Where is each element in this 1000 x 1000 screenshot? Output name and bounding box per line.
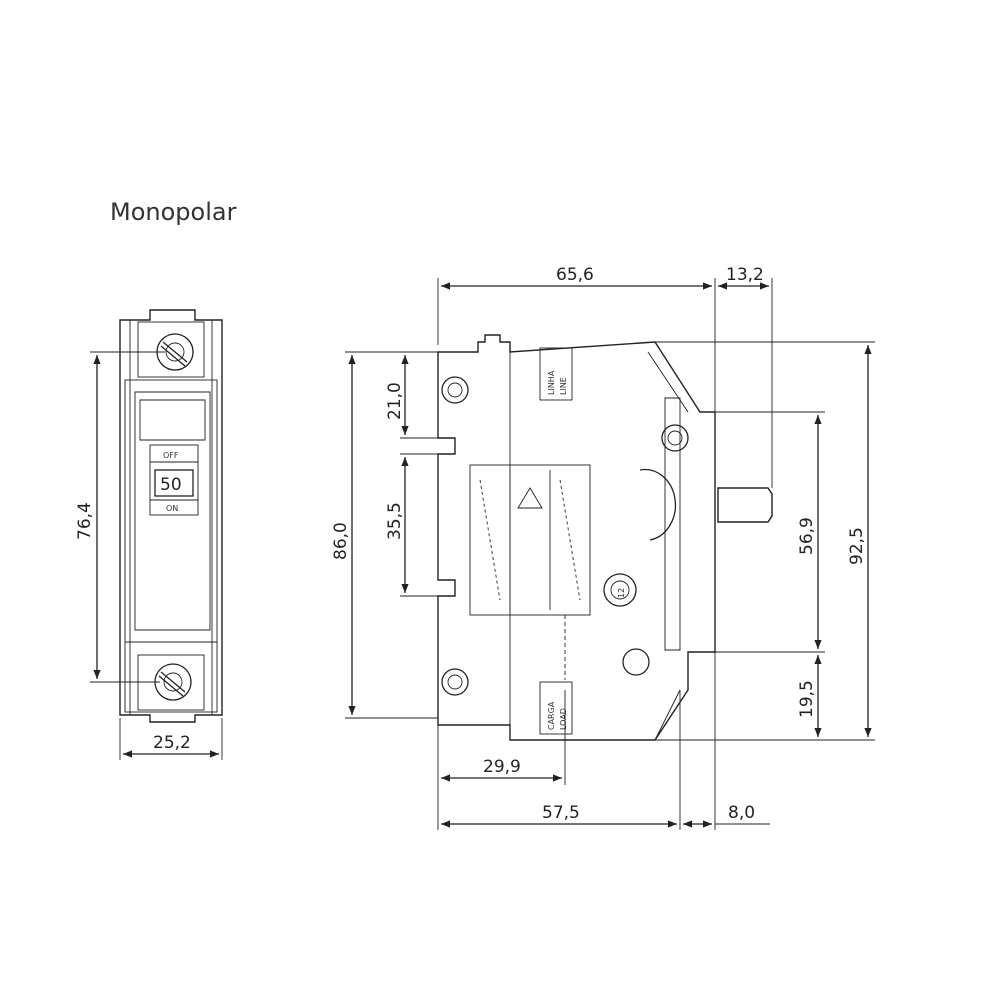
dim-handle-depth: 8,0 <box>728 803 755 823</box>
mount-hole-top-icon <box>441 376 469 404</box>
dim-front-width: 25,2 <box>153 733 191 753</box>
dim-depth-to-rail: 29,9 <box>483 757 521 777</box>
rating-label: 50 <box>160 475 182 495</box>
front-view: OFF 50 ON 76,4 25,2 <box>75 309 223 760</box>
dim-handle-zone: 56,9 <box>797 517 817 555</box>
on-label: ON <box>166 504 178 513</box>
side-view: LINHA LINE CARGA LOAD 12 65,6 13,2 <box>331 265 875 830</box>
off-label: OFF <box>163 451 179 460</box>
rating-window <box>154 469 194 497</box>
toggle-handle <box>717 487 773 523</box>
dim-overall-height: 92,5 <box>847 527 867 565</box>
nameplate <box>469 464 591 616</box>
page-title: Monopolar <box>110 198 237 226</box>
line-label-pt: LINHA <box>547 370 556 395</box>
load-label-pt: CARGA <box>547 701 556 730</box>
lower-rivet-icon <box>622 648 650 676</box>
dim-top-width: 65,6 <box>556 265 594 285</box>
dial-number: 12 <box>617 588 626 598</box>
dim-lower-offset: 19,5 <box>797 680 817 718</box>
dial-icon <box>603 573 637 607</box>
dim-upper-mount: 21,0 <box>385 382 405 420</box>
load-label-en: LOAD <box>559 708 568 730</box>
dim-rail-gap: 35,5 <box>385 502 405 540</box>
warning-triangle-icon <box>517 487 543 509</box>
mount-hole-bottom-icon <box>441 668 469 696</box>
dim-front-height: 76,4 <box>75 502 95 540</box>
line-label-en: LINE <box>559 377 568 395</box>
handle-pivot-icon <box>661 424 689 452</box>
dim-base-depth: 57,5 <box>542 803 580 823</box>
dim-body-height: 86,0 <box>331 522 351 560</box>
dim-handle-extension: 13,2 <box>726 265 764 285</box>
